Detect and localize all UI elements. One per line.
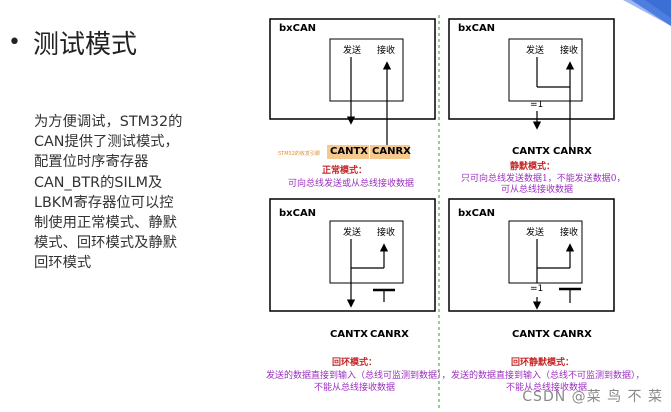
- canx-highlight: [327, 145, 369, 159]
- recv-label: 接收: [560, 46, 579, 56]
- test-mode-diagrams: bxCAN bxCAN bxCAN bxCAN 发送 接收 发送 接收 发送 接…: [262, 13, 662, 412]
- send-label: 发送: [526, 228, 545, 238]
- silent-mode-desc-2: 可从总线接收数据: [501, 185, 574, 195]
- cantx-pin-label: CANTX: [330, 146, 368, 157]
- canrx-pin-label: CANRX: [372, 146, 411, 157]
- loopback-mode-desc-1: 发送的数据直接到输入（总线可监测到数据），: [266, 371, 451, 381]
- send-label: 发送: [526, 46, 545, 56]
- canrx-highlight: [370, 145, 410, 159]
- paragraph-line: 制使用正常模式、静默: [34, 215, 177, 232]
- csdn-watermark: CSDN @菜 鸟 不 菜: [522, 389, 663, 405]
- send-label: 发送: [343, 228, 362, 238]
- logic-one-label: =1: [530, 100, 544, 110]
- canrx-pin-label: CANRX: [553, 329, 592, 340]
- canrx-pin-label: CANRX: [553, 146, 592, 157]
- recv-label: 接收: [377, 228, 396, 238]
- pin-side-note: STM32的收发引脚: [278, 151, 320, 157]
- slide-title: • 测试模式: [8, 24, 137, 61]
- cantx-pin-label: CANTX: [330, 329, 368, 340]
- corner-decoration: [623, 0, 671, 26]
- loopback-mode-title: 回环模式：: [332, 358, 378, 368]
- send-label: 发送: [343, 46, 362, 56]
- silent-loopback-desc-1: 发送的数据直接到输入（总线不可监测到数据），: [451, 371, 645, 381]
- silent-mode-title: 静默模式：: [510, 162, 556, 172]
- description-paragraph: 为方便调试，STM32的 CAN提供了测试模式， 配置位时序寄存器 CAN_BT…: [34, 112, 214, 274]
- bxcan-label: bxCAN: [458, 23, 496, 34]
- logic-one-label: =1: [530, 284, 544, 294]
- bxcan-label: bxCAN: [279, 23, 317, 34]
- title-text: 测试模式: [32, 30, 137, 60]
- silent-loopback-title: 回环静默模式：: [511, 358, 575, 368]
- bxcan-label: bxCAN: [279, 208, 317, 219]
- cantx-pin-label: CANTX: [512, 146, 550, 157]
- paragraph-line: CAN_BTR的SILM及: [34, 174, 163, 191]
- paragraph-line: LBKM寄存器位可以控: [34, 194, 174, 211]
- diagram-graphics: [269, 15, 615, 411]
- recv-label: 接收: [560, 228, 579, 238]
- canrx-pin-label: CANRX: [370, 329, 409, 340]
- cantx-pin-label: CANTX: [512, 329, 550, 340]
- silent-mode-desc-1: 只可向总线发送数据1，不能发送数据0，: [461, 174, 626, 184]
- normal-mode-desc: 可向总线发送或从总线接收数据: [288, 179, 415, 189]
- bxcan-label: bxCAN: [458, 208, 496, 219]
- paragraph-line: 配置位时序寄存器: [34, 154, 149, 171]
- normal-mode-title: 正常模式：: [322, 166, 368, 176]
- paragraph-line: 模式、回环模式及静默: [34, 235, 177, 252]
- loopback-mode-desc-2: 不能从总线接收数据: [314, 383, 396, 393]
- paragraph-line: 为方便调试，STM32的: [34, 114, 183, 130]
- paragraph-line: 回环模式: [34, 255, 92, 272]
- recv-label: 接收: [377, 46, 396, 56]
- silent-loopback-desc-2: 不能从总线接收数据: [506, 383, 588, 393]
- paragraph-line: CAN提供了测试模式，: [34, 134, 179, 151]
- bullet-icon: •: [8, 30, 21, 55]
